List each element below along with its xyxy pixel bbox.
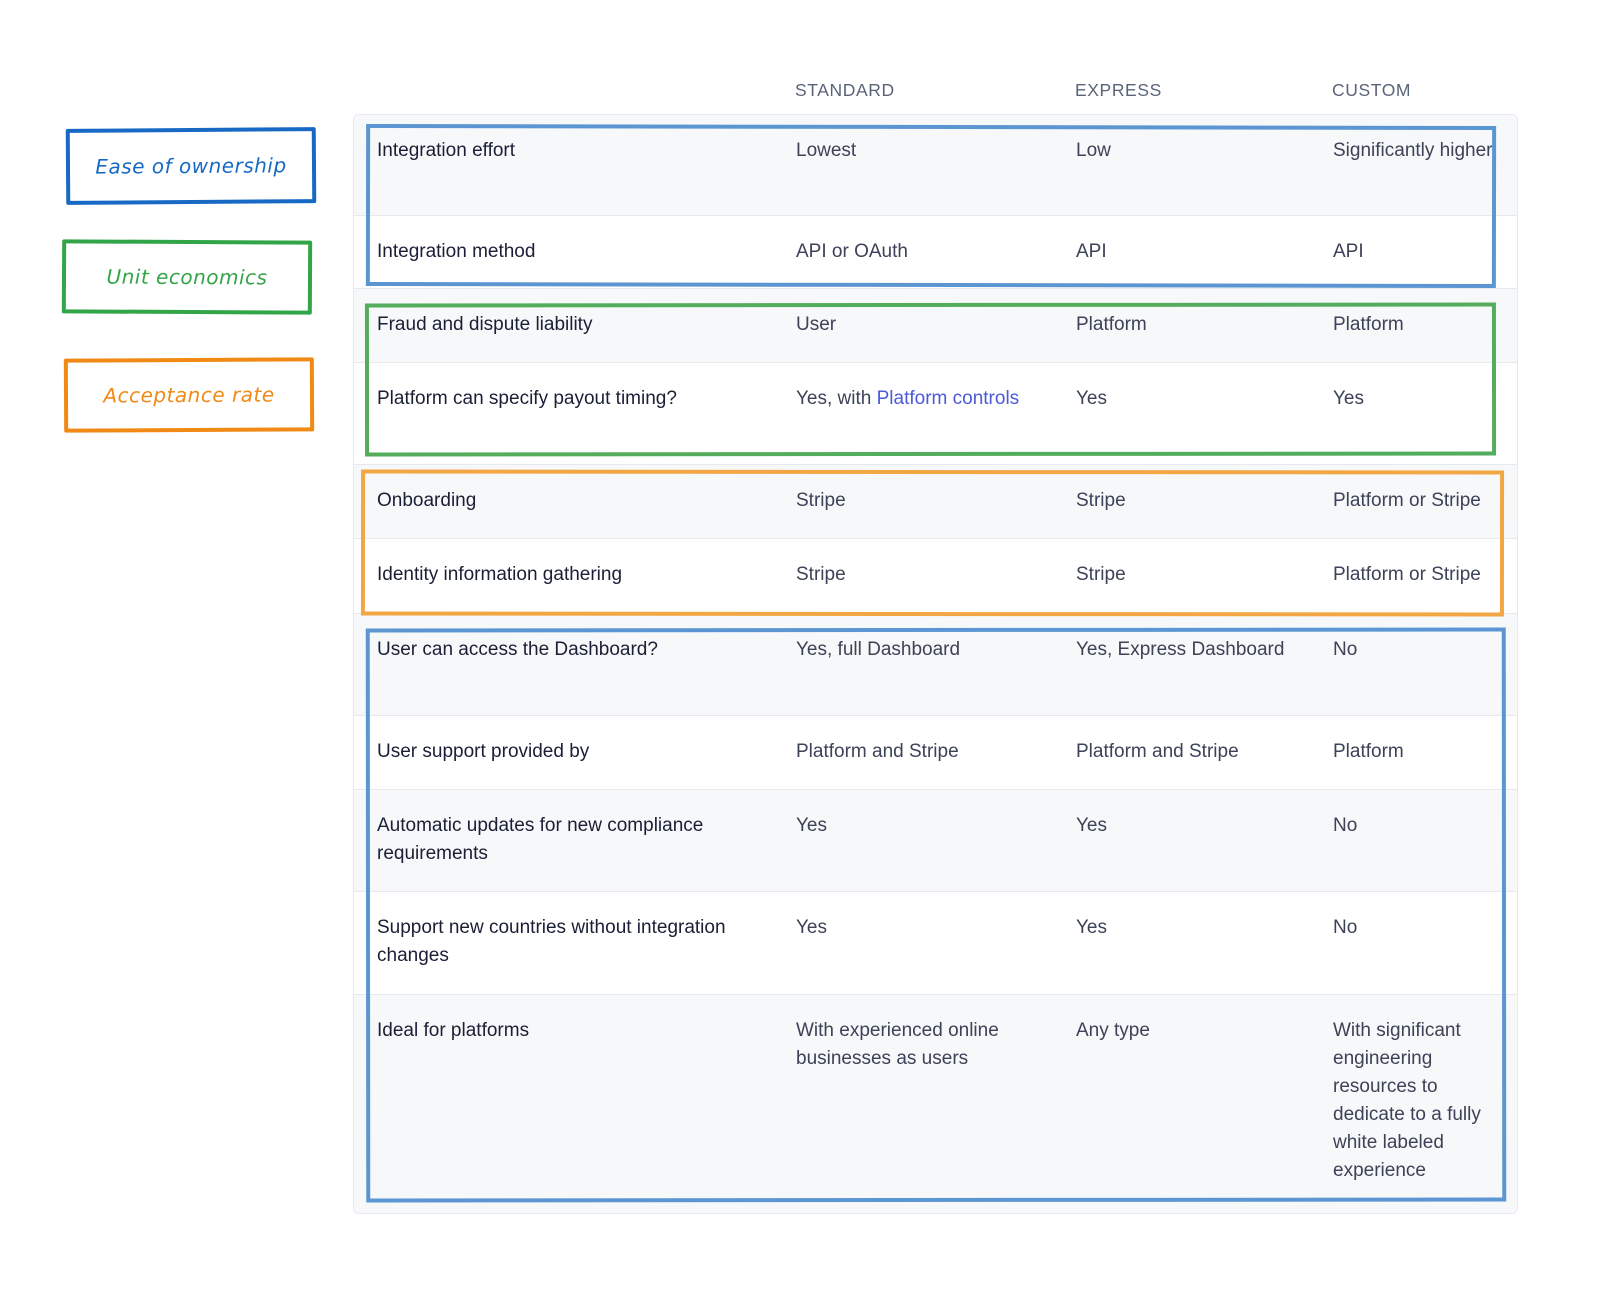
cell-custom: Yes: [1333, 388, 1364, 409]
cell-express: Yes: [1076, 917, 1107, 938]
row-label: User can access the Dashboard?: [377, 639, 658, 660]
cell-custom: No: [1333, 639, 1358, 660]
cell-standard: Yes: [796, 815, 827, 836]
row-label: Integration effort: [377, 140, 516, 161]
cell-custom: API: [1333, 241, 1364, 262]
cell-express: Stripe: [1076, 490, 1126, 511]
cell-standard: Stripe: [796, 564, 846, 585]
cell-express: Low: [1076, 140, 1111, 161]
cell-standard: Yes, with Platform controls: [796, 385, 1046, 413]
row-label: Onboarding: [377, 490, 477, 511]
table-row-new-countries: Support new countries without integratio…: [354, 891, 1517, 994]
legend-ease-of-ownership: Ease of ownership: [65, 127, 317, 205]
column-header-custom: CUSTOM: [1332, 80, 1412, 100]
cell-custom: Platform: [1333, 741, 1404, 762]
cell-standard: Stripe: [796, 490, 846, 511]
cell-standard: Yes: [796, 917, 827, 938]
table-row-fraud-dispute-liability: Fraud and dispute liability User Platfor…: [354, 288, 1517, 362]
table-row-user-support: User support provided by Platform and St…: [354, 715, 1517, 789]
legend-unit-economics-label: Unit economics: [106, 264, 268, 290]
cell-standard: Lowest: [796, 140, 857, 161]
cell-express: Yes: [1076, 388, 1107, 409]
table-row-dashboard-access: User can access the Dashboard? Yes, full…: [354, 613, 1517, 715]
table-row-compliance-updates: Automatic updates for new compliance req…: [354, 789, 1517, 891]
cell-express: Platform: [1076, 314, 1147, 335]
table-row-integration-effort: Integration effort Lowest Low Significan…: [354, 115, 1517, 215]
table-row-onboarding: Onboarding Stripe Stripe Platform or Str…: [354, 464, 1517, 538]
row-label: Identity information gathering: [377, 564, 623, 585]
row-label: Platform can specify payout timing?: [377, 388, 677, 409]
cell-custom: No: [1333, 917, 1358, 938]
cell-custom: Platform: [1333, 314, 1404, 335]
cell-standard: User: [796, 314, 837, 335]
comparison-table: Integration effort Lowest Low Significan…: [353, 114, 1518, 1214]
cell-custom: Platform or Stripe: [1333, 490, 1481, 511]
cell-express: Platform and Stripe: [1076, 741, 1239, 762]
cell-custom: Platform or Stripe: [1333, 564, 1481, 585]
cell-custom: Significantly higher: [1333, 140, 1493, 161]
cell-express: Yes: [1076, 815, 1107, 836]
column-header-standard: STANDARD: [795, 80, 895, 100]
cell-standard: With experienced online businesses as us…: [796, 1020, 999, 1069]
row-label: Fraud and dispute liability: [377, 314, 593, 335]
column-header-express: EXPRESS: [1075, 80, 1162, 100]
table-row-payout-timing: Platform can specify payout timing? Yes,…: [354, 362, 1517, 464]
legend-acceptance-rate: Acceptance rate: [63, 357, 315, 433]
table-row-integration-method: Integration method API or OAuth API API: [354, 215, 1517, 288]
row-label: Support new countries without integratio…: [377, 917, 726, 966]
table-row-ideal-for-platforms: Ideal for platforms With experienced onl…: [354, 994, 1517, 1213]
cell-express: Any type: [1076, 1020, 1150, 1041]
cell-express: Yes, Express Dashboard: [1076, 639, 1285, 660]
cell-standard: Platform and Stripe: [796, 741, 959, 762]
table-row-identity-information: Identity information gathering Stripe St…: [354, 538, 1517, 613]
cell-express: Stripe: [1076, 564, 1126, 585]
cell-standard-prefix: Yes, with: [796, 388, 877, 409]
legend-unit-economics: Unit economics: [61, 239, 313, 315]
cell-express: API: [1076, 241, 1107, 262]
platform-controls-link[interactable]: Platform controls: [876, 388, 1020, 409]
row-label: Ideal for platforms: [377, 1020, 530, 1041]
cell-custom: With significant engineering resources t…: [1333, 1020, 1481, 1181]
cell-standard: API or OAuth: [796, 241, 908, 262]
legend-ease-of-ownership-label: Ease of ownership: [95, 153, 287, 179]
row-label: User support provided by: [377, 741, 590, 762]
legend-acceptance-rate-label: Acceptance rate: [103, 382, 275, 408]
cell-custom: No: [1333, 815, 1358, 836]
row-label: Automatic updates for new compliance req…: [377, 815, 704, 864]
cell-standard: Yes, full Dashboard: [796, 639, 961, 660]
row-label: Integration method: [377, 241, 536, 262]
